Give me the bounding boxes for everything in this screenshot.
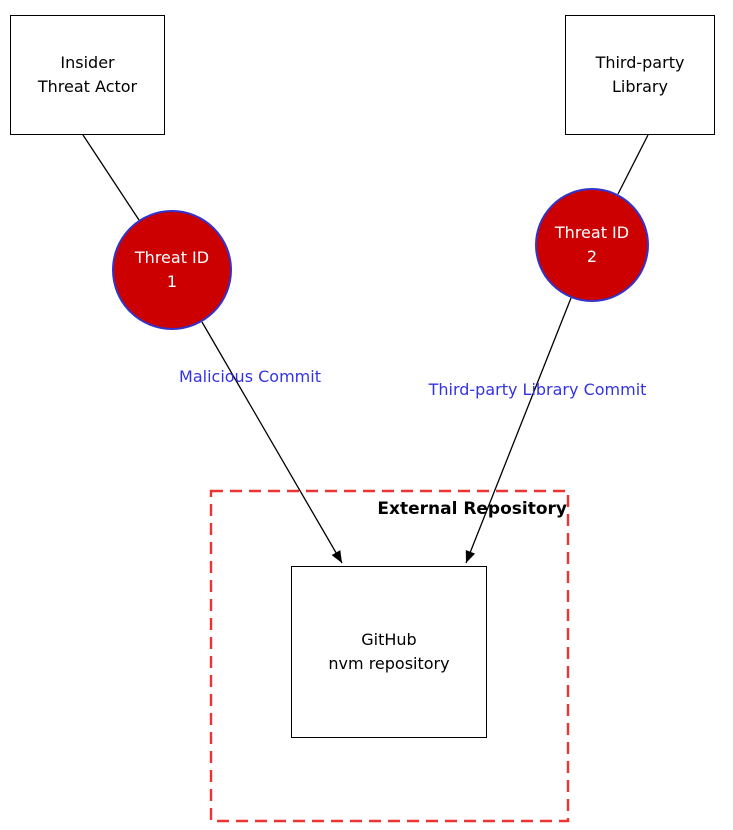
node-insider-label-line2: Threat Actor bbox=[37, 77, 138, 96]
node-github-label-line2: nvm repository bbox=[328, 654, 450, 673]
node-third-party-label-line2: Library bbox=[612, 77, 668, 96]
threat1-label-line2: 1 bbox=[166, 272, 178, 291]
edge-threat2-to-github bbox=[465, 297, 572, 564]
node-github-nvm-repository: GitHub nvm repository bbox=[291, 566, 487, 738]
node-insider-label: Insider Threat Actor bbox=[38, 51, 137, 99]
edge-label-third-party-library-commit: Third-party Library Commit bbox=[428, 380, 647, 399]
threat2-label-line2: 2 bbox=[586, 247, 598, 266]
threat2-label: Threat ID 2 bbox=[555, 221, 629, 269]
edge-label-malicious-commit: Malicious Commit bbox=[179, 367, 321, 386]
threat1-label: Threat ID 1 bbox=[135, 246, 209, 294]
threat1-label-line1: Threat ID bbox=[134, 248, 210, 267]
external-repository-label: External Repository bbox=[377, 499, 567, 519]
external-repository-boundary bbox=[209, 489, 570, 823]
node-third-party-label-line1: Third-party bbox=[595, 53, 685, 72]
node-third-party-label: Third-party Library bbox=[596, 51, 685, 99]
node-threat-id-2: Threat ID 2 bbox=[535, 188, 649, 302]
edge-thirdparty-to-threat2 bbox=[617, 134, 649, 195]
node-third-party-library: Third-party Library bbox=[565, 15, 715, 135]
node-insider-threat-actor: Insider Threat Actor bbox=[10, 15, 165, 135]
threat2-label-line1: Threat ID bbox=[554, 223, 630, 242]
node-insider-label-line1: Insider bbox=[60, 53, 115, 72]
node-github-label-line1: GitHub bbox=[361, 630, 417, 649]
edge-insider-to-threat1 bbox=[82, 134, 140, 221]
node-github-label: GitHub nvm repository bbox=[328, 628, 449, 676]
node-threat-id-1: Threat ID 1 bbox=[112, 210, 232, 330]
edge-threat1-to-github bbox=[201, 321, 343, 564]
